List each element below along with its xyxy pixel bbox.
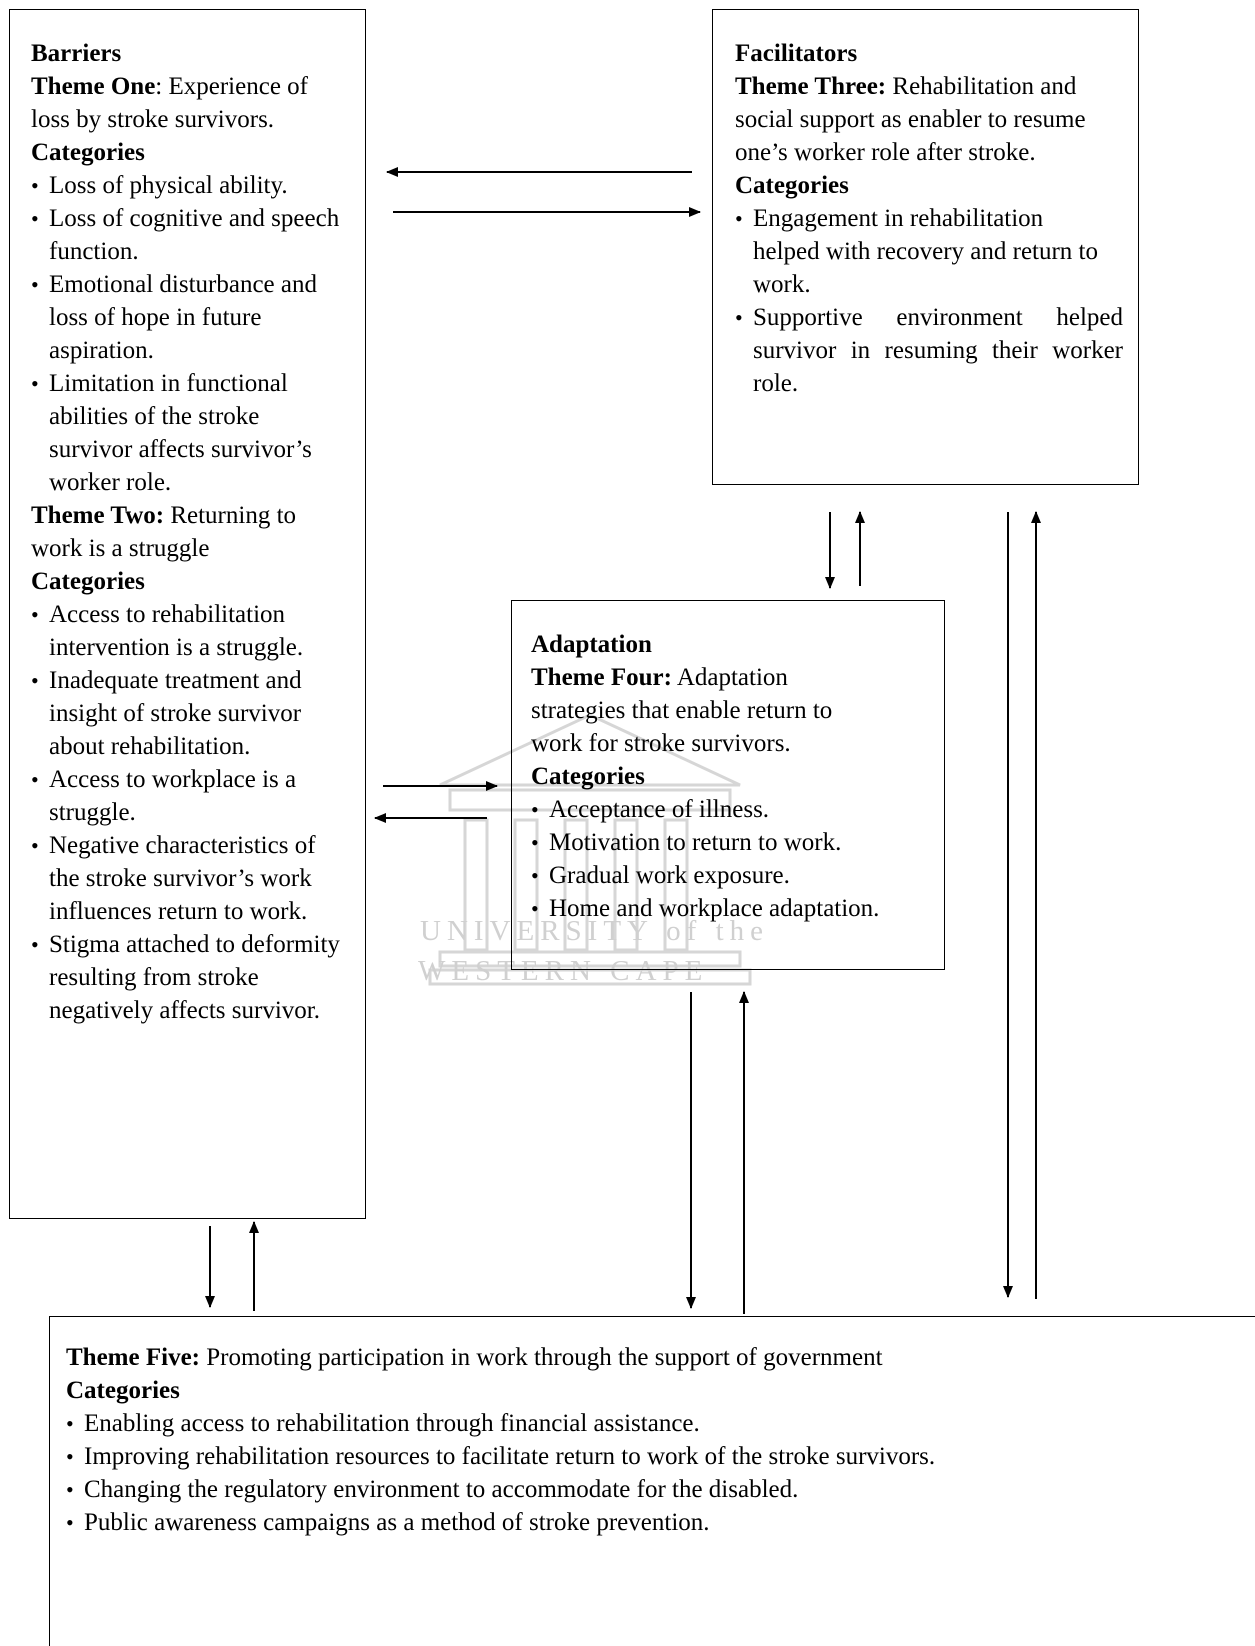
theme-five-categories-label: Categories: [66, 1377, 180, 1404]
theme-five-text: Promoting participation in work through …: [199, 1344, 883, 1371]
barriers-categories-label-1: Categories: [31, 139, 145, 166]
facilitators-categories-label: Categories: [735, 172, 849, 199]
theme-five-box: Theme Five: Promoting participation in w…: [49, 1316, 1255, 1646]
theme-two-label: Theme Two:: [31, 502, 165, 529]
theme-three: Theme Three: Rehabilitation and social s…: [735, 70, 1105, 169]
list-item: Limitation in functional abilities of th…: [31, 367, 341, 499]
list-item: Access to rehabilitation intervention is…: [31, 598, 346, 664]
list-item: Acceptance of illness.: [531, 793, 941, 826]
theme-one-text: : Experience of loss by stroke survivors…: [31, 73, 308, 133]
list-item: Stigma attached to deformity resulting f…: [31, 928, 346, 1027]
list-item: Supportive environment helped survivor i…: [735, 301, 1123, 400]
theme-two-text: Returning to work is a struggle: [31, 502, 297, 562]
list-item: Enabling access to rehabilitation throug…: [66, 1407, 1255, 1440]
barriers-title: Barriers: [31, 40, 122, 67]
facilitators-title: Facilitators: [735, 40, 858, 67]
adaptation-category-list: Acceptance of illness. Motivation to ret…: [531, 793, 941, 925]
theme-five-category-list: Enabling access to rehabilitation throug…: [66, 1407, 1255, 1539]
adaptation-title: Adaptation: [531, 631, 652, 658]
facilitators-category-list: Engagement in rehabilitation helped with…: [735, 202, 1123, 400]
theme-five: Theme Five: Promoting participation in w…: [66, 1341, 1255, 1374]
theme-two: Theme Two: Returning to work is a strugg…: [31, 499, 351, 565]
list-item: Changing the regulatory environment to a…: [66, 1473, 1255, 1506]
list-item: Loss of cognitive and speech function.: [31, 202, 341, 268]
list-item: Motivation to return to work.: [531, 826, 941, 859]
watermark-line-2: WESTERN CAPE: [418, 955, 709, 987]
list-item: Gradual work exposure.: [531, 859, 941, 892]
barriers-categories-label-2: Categories: [31, 568, 145, 595]
theme-five-label: Theme Five:: [66, 1344, 200, 1371]
list-item: Loss of physical ability.: [31, 169, 341, 202]
list-item: Engagement in rehabilitation helped with…: [735, 202, 1113, 301]
list-item: Emotional disturbance and loss of hope i…: [31, 268, 341, 367]
barriers-box: Barriers Theme One: Experience of loss b…: [9, 9, 366, 1219]
theme-three-text: Rehabilitation and social support as ena…: [735, 73, 1086, 166]
barriers-category-list-1: Loss of physical ability. Loss of cognit…: [31, 169, 341, 499]
list-item: Home and workplace adaptation.: [531, 892, 941, 925]
list-item: Negative characteristics of the stroke s…: [31, 829, 346, 928]
theme-three-label: Theme Three:: [735, 73, 887, 100]
list-item: Public awareness campaigns as a method o…: [66, 1506, 1255, 1539]
list-item: Improving rehabilitation resources to fa…: [66, 1440, 1255, 1473]
theme-four-label: Theme Four:: [531, 664, 672, 691]
list-item: Inadequate treatment and insight of stro…: [31, 664, 346, 763]
adaptation-categories-label: Categories: [531, 763, 645, 790]
theme-four-text: Adaptation strategies that enable return…: [531, 664, 833, 757]
theme-one-label: Theme One: [31, 73, 156, 100]
theme-one: Theme One: Experience of loss by stroke …: [31, 70, 351, 136]
adaptation-box: Adaptation Theme Four: Adaptation strate…: [511, 600, 945, 970]
theme-four: Theme Four: Adaptation strategies that e…: [531, 661, 881, 760]
list-item: Access to workplace is a struggle.: [31, 763, 346, 829]
barriers-category-list-2: Access to rehabilitation intervention is…: [31, 598, 346, 1027]
facilitators-box: Facilitators Theme Three: Rehabilitation…: [712, 9, 1139, 485]
